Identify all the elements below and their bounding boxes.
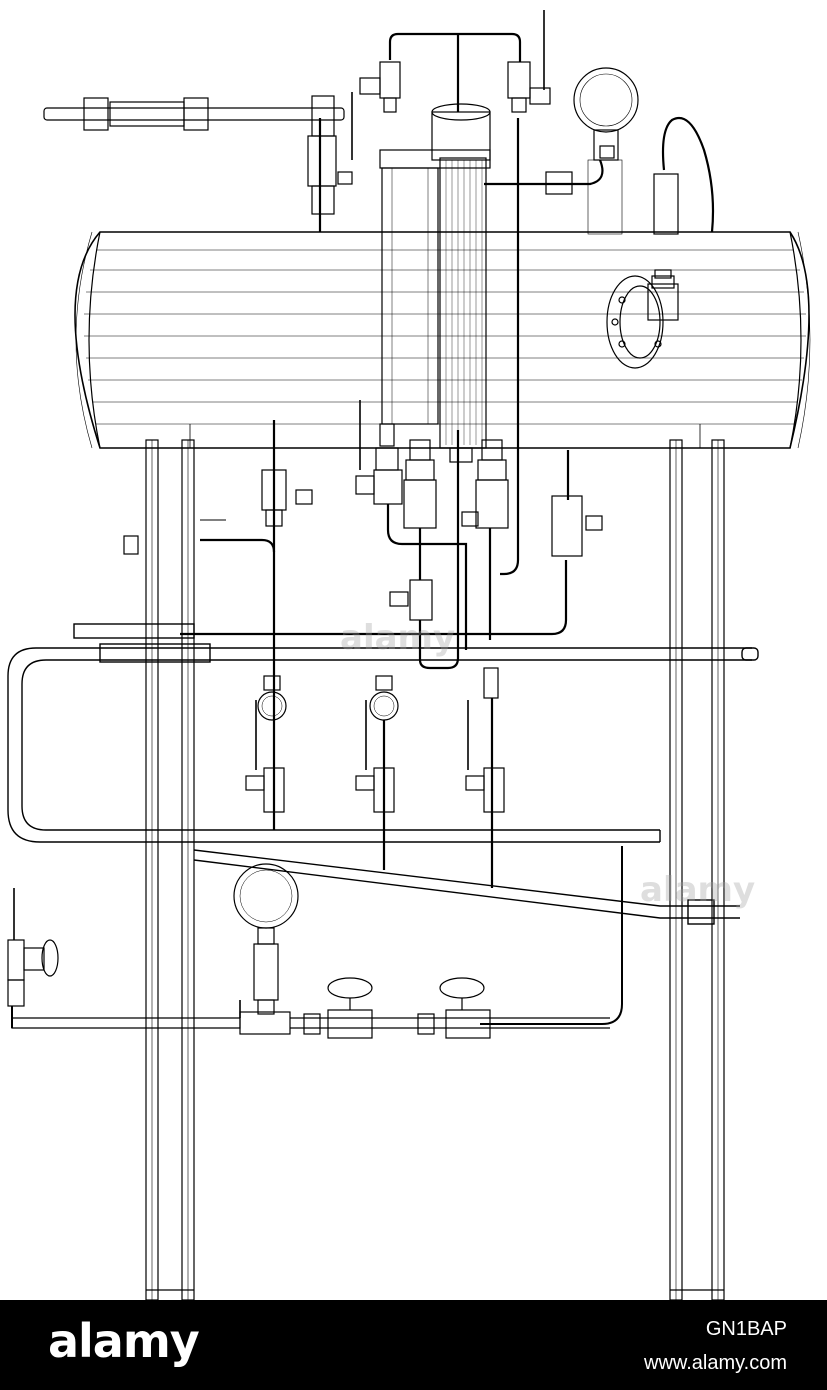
sloped-line [193,846,740,1025]
technical-drawing [7,10,811,1300]
footer-bar: alamy GN1BAP www.alamy.com [0,1300,827,1390]
horizontal-vessel [74,231,811,449]
vertical-column [379,103,491,463]
top-fittings [351,10,679,235]
image-id-label: GN1BAP [705,1318,787,1340]
support-frame [145,439,725,1300]
flange-nozzle [606,269,679,369]
brand-logo[interactable]: alamy [48,1314,200,1368]
lower-valve-cluster [355,400,509,529]
instrument-droppers [245,667,505,888]
site-url-link[interactable]: www.alamy.com [644,1352,787,1374]
top-tubing [318,32,715,576]
top-left-branch [43,95,353,215]
header-loop [7,623,759,843]
lower-tubing [180,420,570,830]
left-needle-valve [7,888,59,1028]
mid-fittings [123,469,603,621]
lower-manifold [11,863,610,1039]
